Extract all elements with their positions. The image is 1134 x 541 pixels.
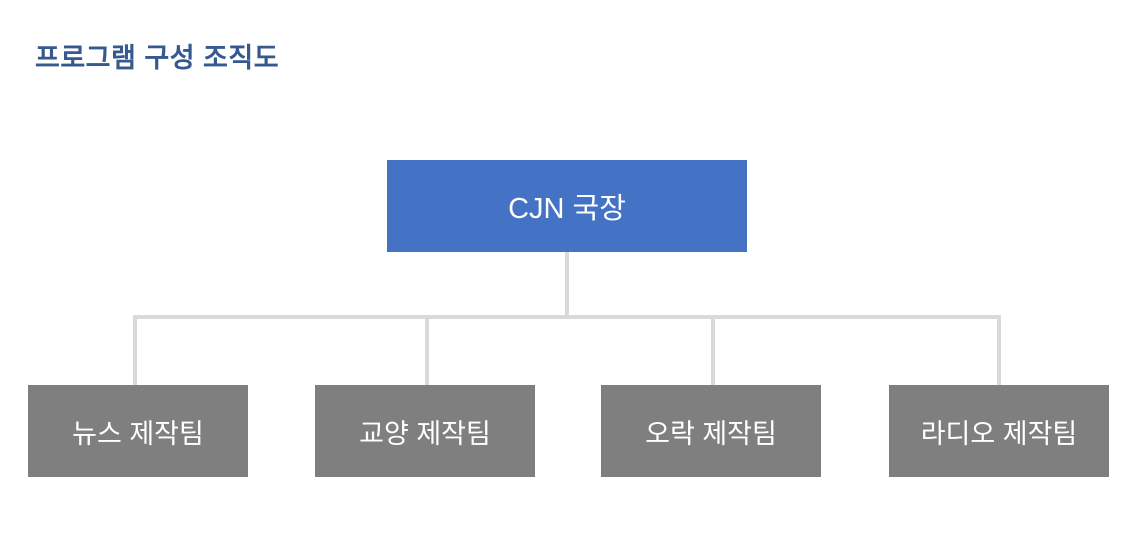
connector-drop-child-1 — [133, 315, 137, 385]
connector-drop-child-4 — [997, 315, 1001, 385]
connector-root-stem — [565, 252, 569, 319]
org-node-root-label: CJN 국장 — [508, 193, 626, 225]
page-title: 프로그램 구성 조직도 — [35, 43, 280, 73]
connector-drop-child-2 — [425, 315, 429, 385]
org-node-child-1-label: 뉴스 제작팀 — [72, 418, 204, 449]
org-node-child-2[interactable]: 교양 제작팀 — [315, 385, 535, 477]
org-node-root[interactable]: CJN 국장 — [387, 160, 747, 252]
connector-horizontal-bus — [133, 315, 1001, 319]
org-node-child-4-label: 라디오 제작팀 — [920, 418, 1078, 449]
org-node-child-1[interactable]: 뉴스 제작팀 — [28, 385, 248, 477]
org-node-child-4[interactable]: 라디오 제작팀 — [889, 385, 1109, 477]
org-node-child-3[interactable]: 오락 제작팀 — [601, 385, 821, 477]
connector-drop-child-3 — [711, 315, 715, 385]
org-node-child-2-label: 교양 제작팀 — [359, 418, 491, 449]
org-node-child-3-label: 오락 제작팀 — [645, 418, 777, 449]
